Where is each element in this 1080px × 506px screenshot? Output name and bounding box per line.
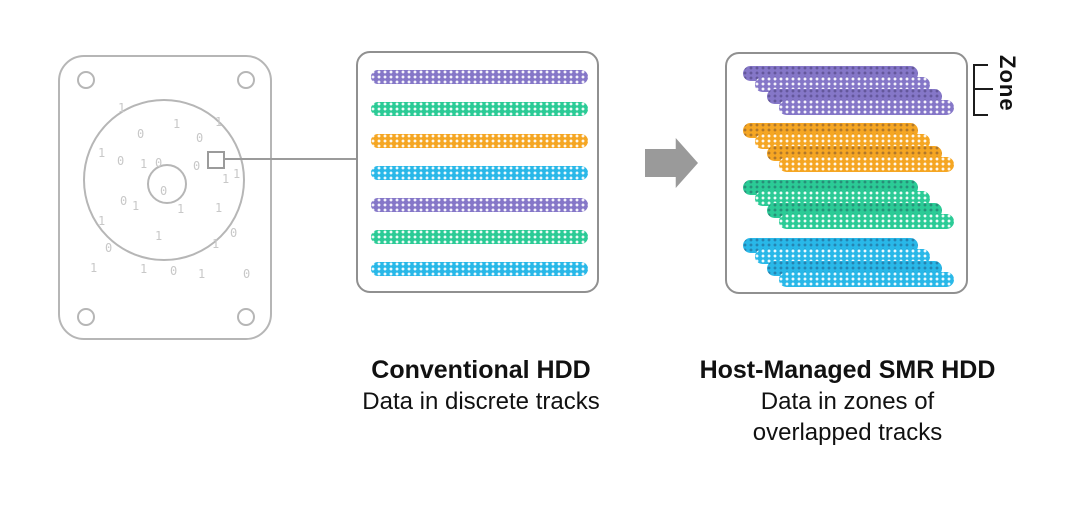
binary-bit: 0: [170, 264, 178, 278]
binary-bit: 1: [155, 229, 163, 243]
binary-bit: 1: [222, 172, 230, 186]
zone-label: Zone: [995, 55, 1020, 112]
binary-bit: 1: [173, 117, 181, 131]
smr-subtitle-line1: Data in zones of: [760, 388, 935, 415]
bracket-mid-tick: [973, 88, 993, 90]
track-orange: [371, 134, 588, 148]
bracket-spine: [973, 64, 975, 116]
binary-bit: 1: [215, 115, 223, 129]
conventional-tracks-panel: [356, 51, 599, 293]
binary-bit: 0: [160, 184, 168, 198]
bracket-top-tick: [973, 64, 988, 66]
zoom-region-square: [207, 151, 225, 169]
disk-spindle-circle: [147, 164, 187, 204]
binary-bit: 0: [243, 267, 251, 281]
track-green: [371, 230, 588, 244]
bracket-bottom-tick: [973, 114, 988, 116]
binary-bit: 1: [98, 214, 106, 228]
binary-bit: 1: [132, 199, 140, 213]
shingled-track-orange: [779, 157, 954, 172]
shingled-track-green: [755, 191, 930, 206]
binary-bit: 1: [215, 201, 223, 215]
screw-icon: [237, 308, 255, 326]
binary-bit: 1: [98, 146, 106, 160]
smr-subtitle-line2: overlapped tracks: [752, 419, 943, 446]
track-green: [371, 102, 588, 116]
binary-bit: 1: [177, 202, 185, 216]
track-purple: [371, 70, 588, 84]
track-purple: [371, 198, 588, 212]
binary-bit: 1: [118, 101, 126, 115]
binary-bit: 1: [140, 262, 148, 276]
binary-bit: 1: [90, 261, 98, 275]
arrow-right-icon: [645, 138, 698, 188]
binary-bit: 1: [212, 237, 220, 251]
binary-bit: 0: [193, 159, 201, 173]
track-cyan: [371, 166, 588, 180]
screw-icon: [237, 71, 255, 89]
conventional-subtitle: Data in discrete tracks: [362, 388, 600, 415]
screw-icon: [77, 71, 95, 89]
binary-bit: 0: [196, 131, 204, 145]
binary-bit: 0: [120, 194, 128, 208]
shingled-track-purple: [779, 100, 954, 115]
conventional-title: Conventional HDD: [371, 356, 591, 384]
conventional-caption: Conventional HDD Data in discrete tracks: [340, 355, 622, 417]
shingled-track-cyan: [755, 249, 930, 264]
smr-caption: Host-Managed SMR HDD Data in zones of ov…: [695, 355, 1000, 448]
track-cyan: [371, 262, 588, 276]
shingled-track-purple: [755, 77, 930, 92]
binary-bit: 0: [137, 127, 145, 141]
binary-bit: 0: [155, 156, 163, 170]
binary-bit: 1: [198, 267, 206, 281]
smr-zones-panel: [725, 52, 968, 294]
smr-title: Host-Managed SMR HDD: [699, 356, 996, 384]
binary-bit: 1: [140, 157, 148, 171]
binary-bit: 0: [230, 226, 238, 240]
screw-icon: [77, 308, 95, 326]
binary-bit: 0: [117, 154, 125, 168]
disk-platter-circle: [83, 99, 245, 261]
shingled-track-orange: [755, 134, 930, 149]
shingled-track-cyan: [779, 272, 954, 287]
binary-bit: 0: [105, 241, 113, 255]
callout-line: [225, 158, 356, 160]
binary-bit: 1: [233, 167, 241, 181]
shingled-track-green: [779, 214, 954, 229]
